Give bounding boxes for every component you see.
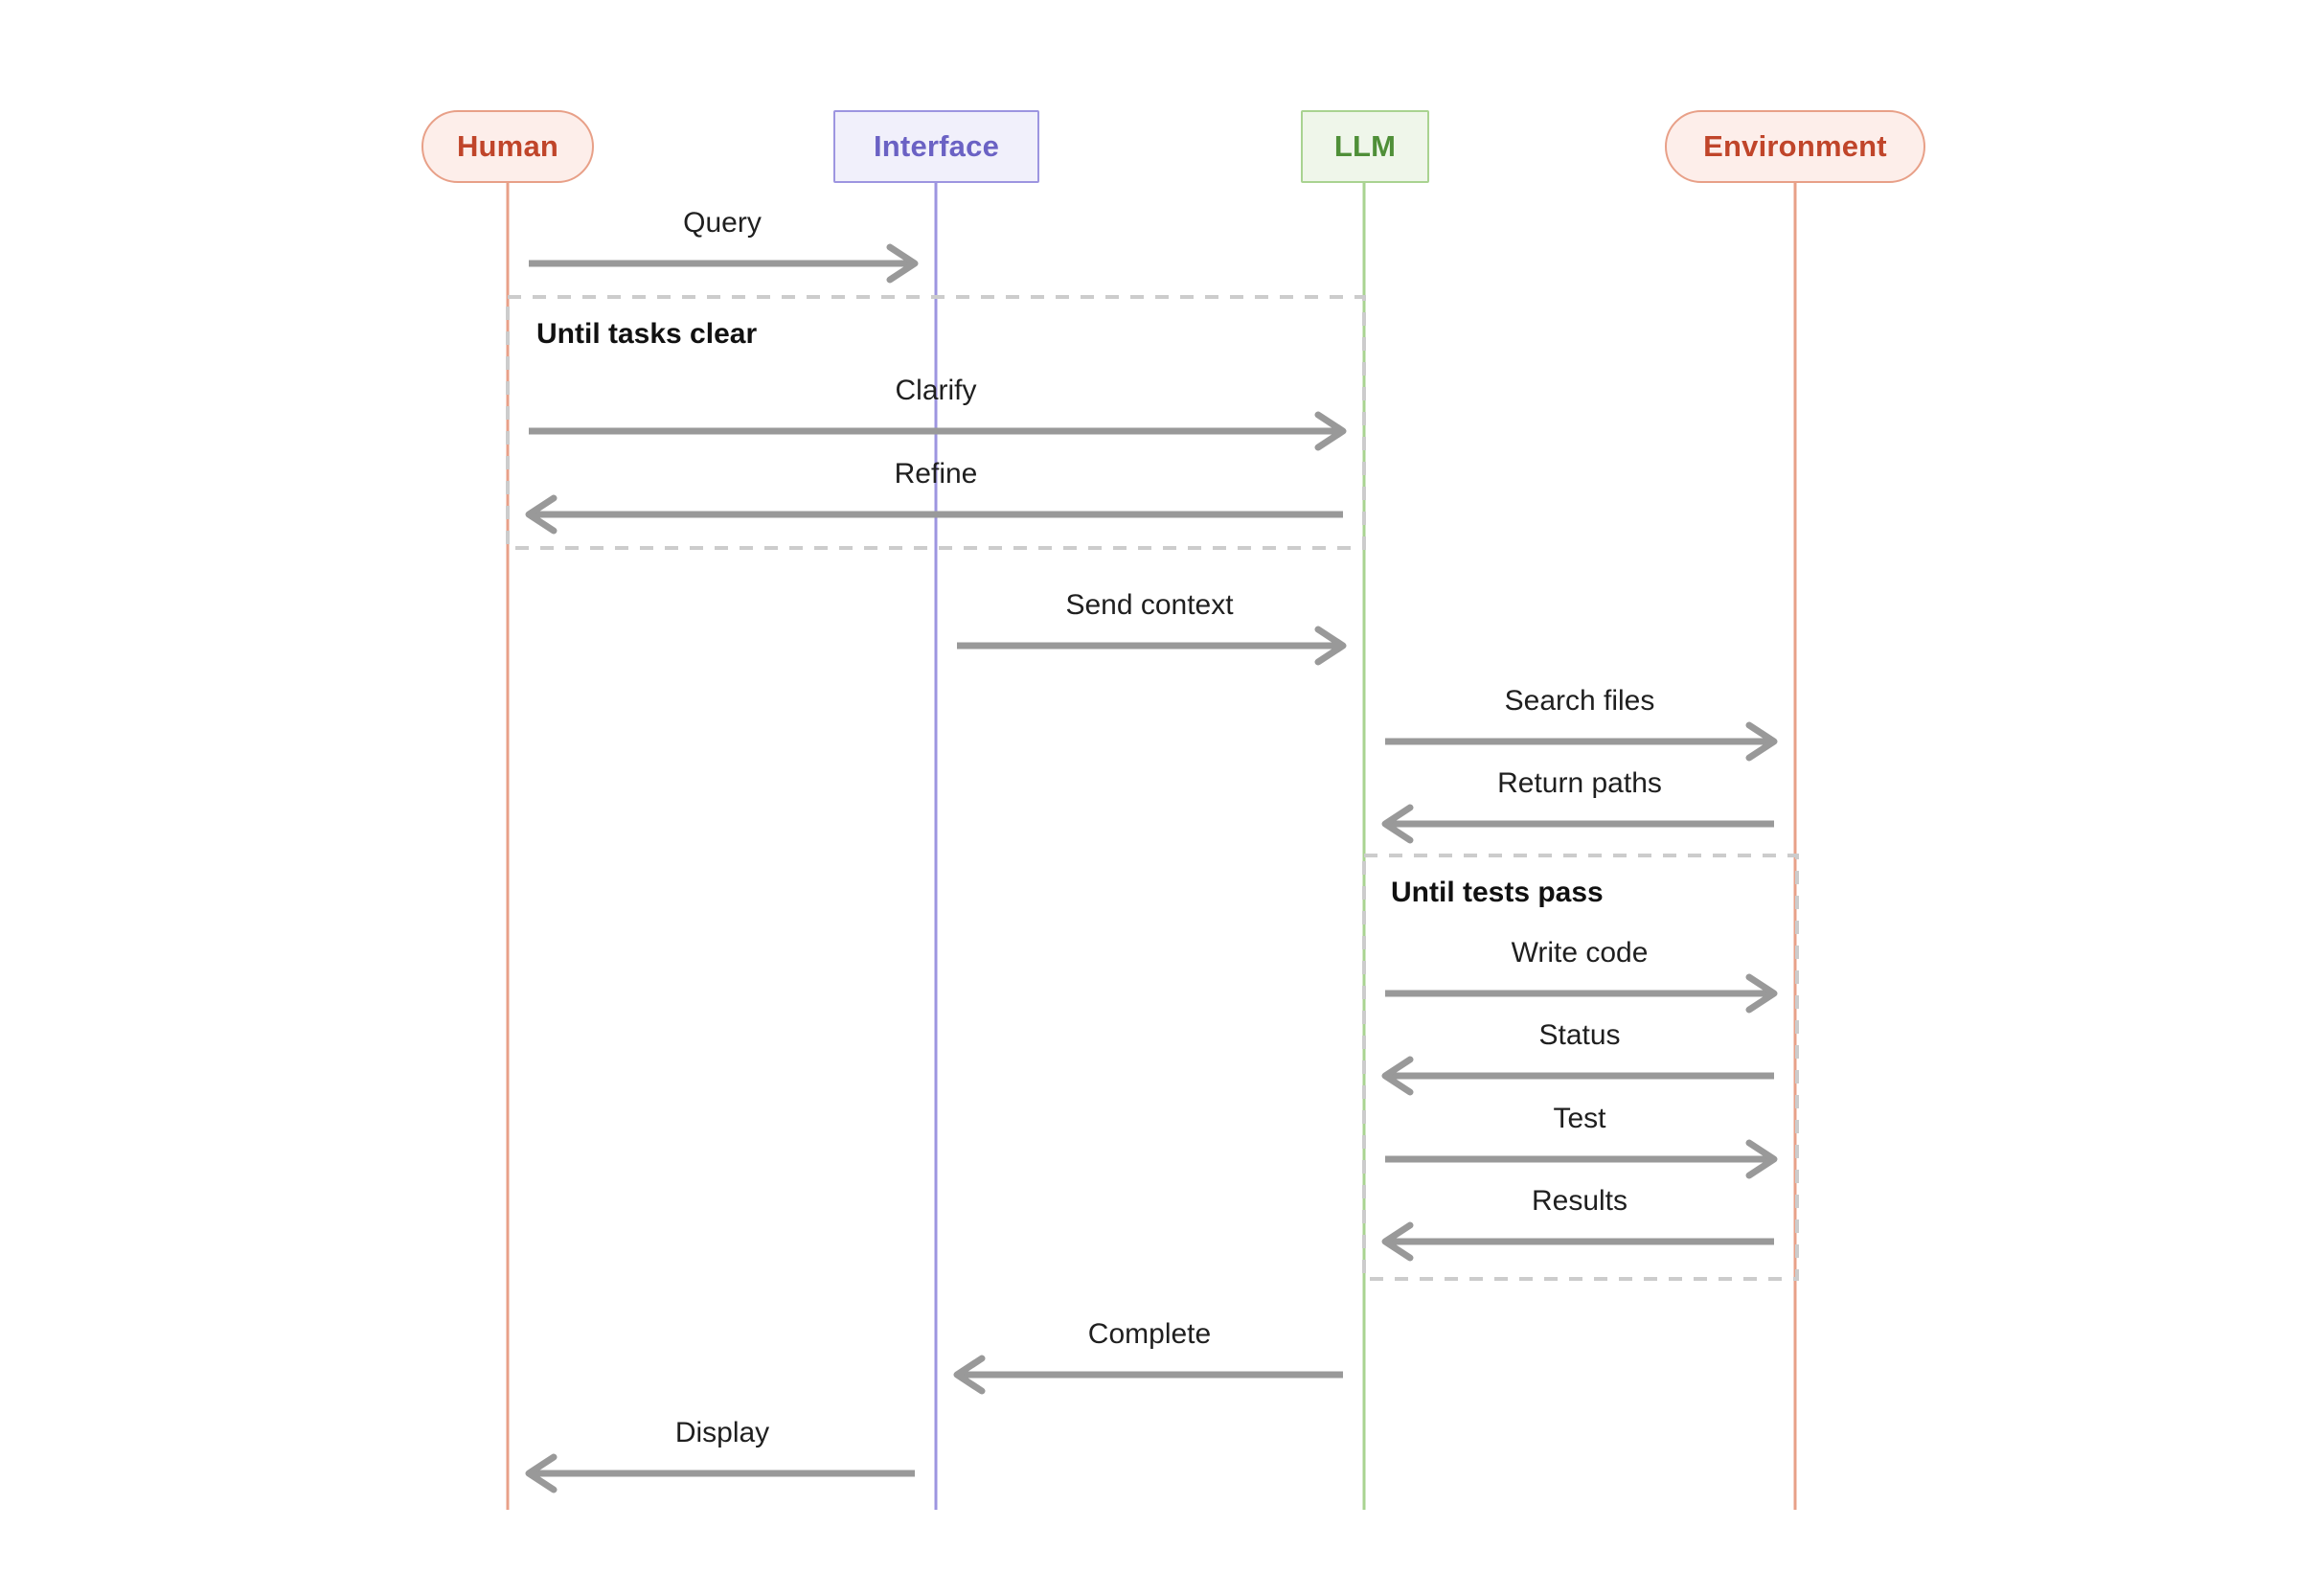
message-label-0: Query — [683, 207, 762, 239]
message-arrow-4 — [1385, 721, 1778, 762]
message-label-9: Results — [1531, 1185, 1628, 1217]
loop-box-0 — [506, 295, 1366, 550]
message-arrow-6 — [1385, 973, 1778, 1014]
message-arrow-8 — [1385, 1139, 1778, 1179]
message-label-3: Send context — [1065, 589, 1234, 621]
message-label-6: Write code — [1511, 937, 1649, 969]
participant-llm[interactable]: LLM — [1301, 110, 1429, 183]
participant-label: Human — [456, 129, 559, 163]
message-label-10: Complete — [1087, 1318, 1212, 1350]
message-label-5: Return paths — [1497, 767, 1662, 799]
message-arrow-5 — [1381, 804, 1774, 844]
message-arrow-3 — [957, 626, 1347, 666]
message-arrow-0 — [529, 243, 919, 284]
loop-box-1 — [1362, 854, 1799, 1281]
participant-human[interactable]: Human — [421, 110, 594, 183]
loop-boxes-group — [506, 295, 1799, 1281]
message-label-1: Clarify — [895, 375, 977, 406]
message-arrow-2 — [525, 494, 1343, 535]
message-label-8: Test — [1553, 1103, 1606, 1134]
message-arrow-10 — [953, 1355, 1343, 1395]
message-label-7: Status — [1538, 1019, 1621, 1051]
message-arrow-7 — [1381, 1056, 1774, 1096]
lifelines-group — [506, 183, 1797, 1510]
message-arrow-9 — [1381, 1221, 1774, 1262]
message-label-11: Display — [674, 1417, 770, 1448]
message-label-2: Refine — [894, 458, 978, 490]
loop-title-0: Until tasks clear — [536, 318, 758, 350]
loop-title-1: Until tests pass — [1391, 877, 1604, 908]
message-label-4: Search files — [1504, 685, 1655, 717]
message-arrow-11 — [525, 1453, 915, 1493]
participant-label: Interface — [873, 129, 1000, 163]
participant-interface[interactable]: Interface — [833, 110, 1039, 183]
participant-environment[interactable]: Environment — [1665, 110, 1925, 183]
participant-label: LLM — [1333, 129, 1397, 163]
participant-label: Environment — [1703, 129, 1887, 163]
message-arrow-1 — [529, 411, 1347, 451]
message-arrows-group — [525, 243, 1778, 1493]
